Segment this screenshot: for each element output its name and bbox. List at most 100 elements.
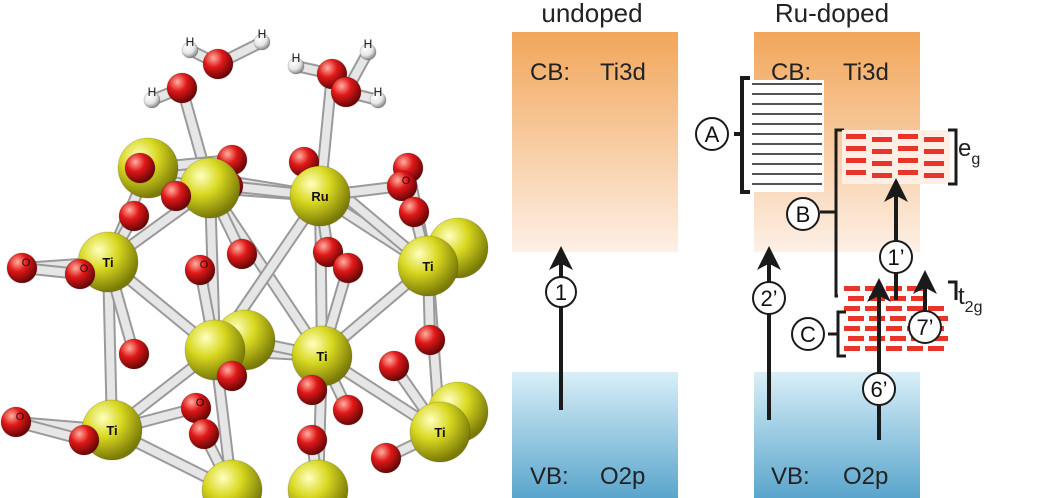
t2g-state-dash [890,316,906,321]
bracket-t2g [948,280,958,300]
bracket-a [734,76,750,194]
h-atom-label: H [258,27,267,41]
transition-marker-1 [545,276,577,308]
eg-state-dash [846,146,866,151]
eg-state-dash [872,137,892,142]
o-atom [64,258,96,290]
o-atom-label: O [402,175,411,187]
t2g-state-dash [907,306,923,311]
h-atom-label: H [364,37,373,51]
eg-state-dash [872,161,892,166]
ti-atom [287,459,349,498]
t2g-state-dash [911,296,927,301]
undoped-panel: undoped CB: Ti3d VB: O2p 1 [512,0,678,498]
level-group-a: A [695,76,824,194]
t2g-state-dash [844,346,860,351]
o-atom [118,338,150,370]
undoped-vb-label: VB: [530,463,569,490]
doped-vb-orbital: O2p [843,463,888,490]
o-atom [414,324,446,356]
t2g-state-dash [932,316,948,321]
t2g-state-dash [848,296,864,301]
ru-atom [289,165,351,227]
t2g-state-dash [844,286,860,291]
eg-state-dash [924,161,944,166]
ti-atom [201,459,263,498]
t2g-state-dash [844,326,860,331]
ti-atom-label: Ti [422,259,433,274]
t2g-state-dash [865,306,881,311]
doped-cb-orbital: Ti3d [843,59,889,86]
eg-state-dash [924,173,944,178]
ti-atom-label: Ti [102,255,113,270]
o-atom [296,374,328,406]
bracket-c [828,310,846,358]
o-atom [330,76,362,108]
transition-label-6prime: 6’ [870,377,887,402]
t2g-state-dash [932,336,948,341]
undoped-cb-label: CB: [530,59,570,86]
ti-atom-label: Ti [316,349,327,364]
eg-level-dashes [846,134,944,178]
bracket-eg [948,128,958,186]
o-atom-label: O [16,411,25,423]
o-atom [184,254,216,286]
eg-label: eg [958,135,980,168]
undoped-conduction-band [512,32,678,252]
t2g-states: t2g C [791,280,982,360]
h-atom [143,91,161,109]
t2g-state-dash [928,346,944,351]
o-atom [312,236,344,268]
eg-state-dash [846,158,866,163]
t2g-state-dash [907,346,923,351]
t2g-state-dash [865,346,881,351]
o-atom-label: O [80,263,89,275]
eg-state-dash [924,137,944,142]
o-atom [188,418,220,450]
eg-state-dash [898,170,918,175]
o-atom [398,196,430,228]
h-atom-label: H [148,85,157,99]
o-atom [226,238,258,270]
h-atom [369,91,387,109]
h-atom [359,43,377,61]
ti-atom [409,401,471,463]
doped-title: Ru-doped [775,0,889,28]
h-atom [253,33,271,51]
transition-label-1prime: 1’ [887,245,904,270]
undoped-vb-orbital: O2p [600,463,645,490]
t2g-state-dash [865,326,881,331]
o-atom [296,424,328,456]
undoped-cb-orbital: Ti3d [600,59,646,86]
ru-atom-label: Ru [311,189,328,204]
o-atom-label: O [200,259,209,271]
o-atom [160,180,192,212]
t2g-state-dash [844,306,860,311]
eg-state-dash [846,134,866,139]
undoped-valence-band [512,372,678,498]
t2g-label: t2g [958,283,982,316]
o-atom [68,424,100,456]
o-atom [378,350,410,382]
eg-states: eg [842,128,980,186]
transition-label-7prime: 7’ [916,315,933,340]
eg-state-dash [898,146,918,151]
o-atom [166,72,198,104]
t2g-state-dash [907,286,923,291]
marker-a-label: A [705,122,720,147]
t2g-state-dash [928,306,944,311]
o-atom [118,200,150,232]
cluster-atoms: HHHHHHOORuTiTiOOOTiOOTiTi [0,27,489,498]
ti-o-cluster-model: HHHHHHOORuTiTiOOOTiOOTiTi [0,27,489,498]
marker-b [786,197,820,231]
t2g-state-dash [890,336,906,341]
o-atom [370,442,402,474]
o-atom [386,170,418,202]
eg-state-dash [898,158,918,163]
o-atom [332,394,364,426]
t2g-state-dash [886,346,902,351]
o-atom [202,48,234,80]
ru-doped-panel: Ru-doped CB: Ti3d VB: O2p A B eg [695,0,982,498]
eg-state-dash [872,173,892,178]
o-atom [216,360,248,392]
